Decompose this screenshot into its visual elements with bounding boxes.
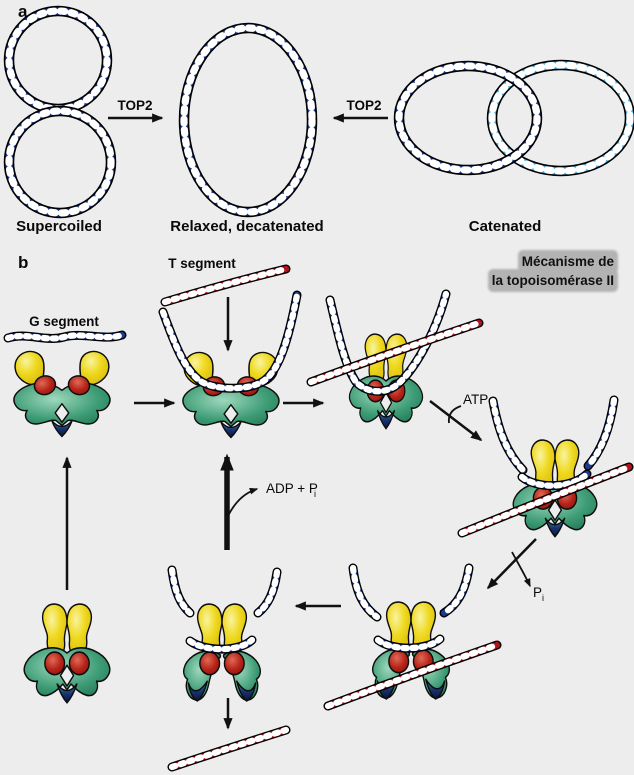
- relaxed-dna-ring: [184, 28, 312, 212]
- adp-branch-arrow: [227, 487, 259, 517]
- top2-state2-gbound: [182, 351, 280, 439]
- state5-g-arm-right: [444, 568, 469, 613]
- panel-b: b T segment G segment ATP: [8, 253, 629, 767]
- arrow-step-4-5: [486, 538, 537, 590]
- g-segment-label: G segment: [29, 314, 99, 329]
- pi-subscript: i: [542, 593, 544, 603]
- state4-g-arm-right: [588, 400, 614, 466]
- state4-g-arm-left: [493, 401, 523, 470]
- panel-a-label: a: [18, 2, 28, 21]
- state6-g-middle: [190, 640, 252, 649]
- top2-left-label: TOP2: [117, 98, 152, 113]
- pi-branch-arrow: [511, 551, 531, 588]
- panel-a: a Supercoiled TOP2 Relaxed, decatenated …: [9, 2, 630, 235]
- adp-label: ADP + P: [266, 481, 318, 496]
- t-segment-label: T segment: [168, 256, 236, 271]
- pi-label: P: [533, 585, 542, 600]
- panel-b-label: b: [18, 253, 28, 272]
- atp-label: ATP: [463, 392, 488, 407]
- catenated-caption: Catenated: [469, 218, 542, 235]
- relaxed-caption: Relaxed, decatenated: [170, 218, 323, 235]
- arrow-step-3-4: [429, 400, 483, 441]
- top2-state7-apo: [23, 603, 111, 704]
- state6-g-arm-left: [172, 570, 190, 613]
- released-t-dna: [172, 730, 286, 767]
- state5-g-arm-left: [353, 568, 377, 617]
- top2-state1-open: [13, 350, 111, 438]
- adp-subscript: i: [314, 489, 316, 499]
- top2-right-label: TOP2: [346, 98, 381, 113]
- g-segment-dna: [8, 335, 122, 338]
- panel-b-title-line1: Mécanisme de: [519, 252, 616, 271]
- catenated-ring-dark: [399, 66, 537, 170]
- supercoiled-dna-ring: [9, 11, 111, 213]
- atp-branch-curve: [447, 405, 462, 424]
- panel-b-title: Mécanisme de la topoisomérase II: [489, 252, 616, 290]
- state6-g-arm-right: [258, 572, 277, 613]
- t-segment-dna: [165, 269, 286, 302]
- panel-b-title-line2: la topoisomérase II: [489, 271, 616, 290]
- supercoiled-caption: Supercoiled: [16, 218, 102, 235]
